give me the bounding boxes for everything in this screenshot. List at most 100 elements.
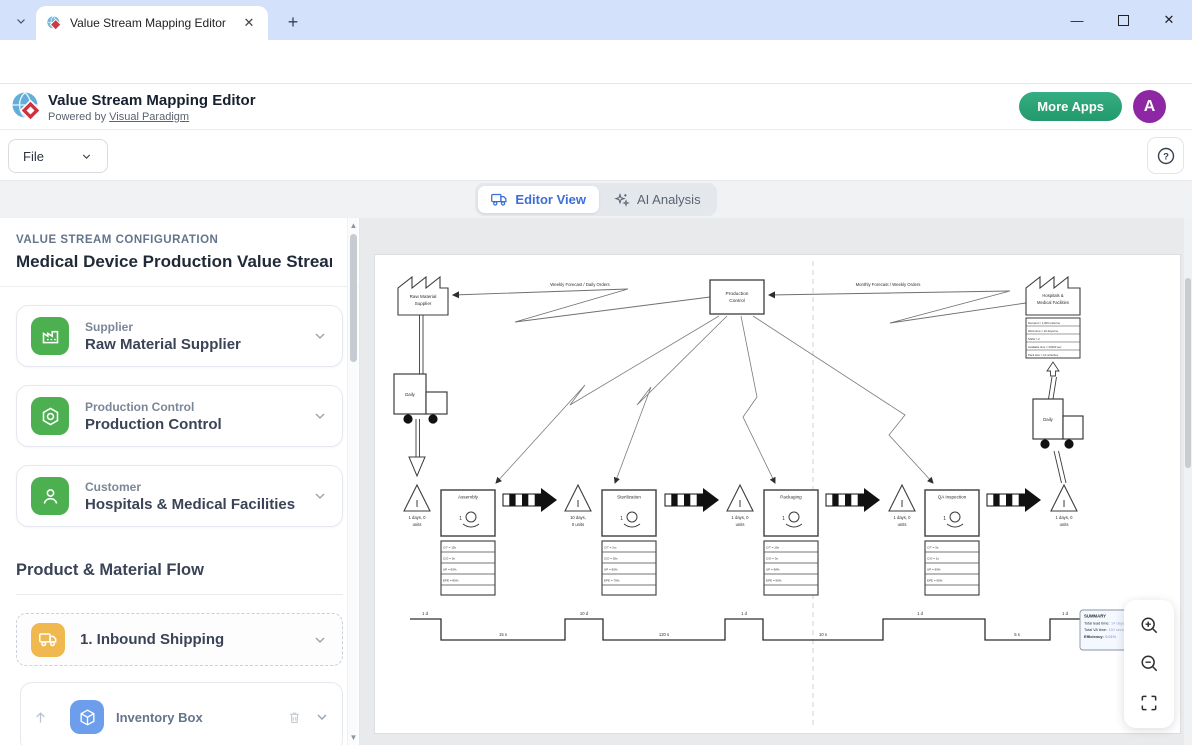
info-flow-pc-to-supplier[interactable]: Weekly Forecast / Daily Orders: [451, 282, 711, 323]
inventory-label: 1 days, 0: [732, 515, 750, 520]
window-minimize-button[interactable]: —: [1070, 12, 1084, 28]
push-arrow[interactable]: [825, 488, 880, 512]
process-packaging[interactable]: Packaging 1 C/T = 10s C/O = 3s UP = 98% …: [763, 489, 819, 596]
zoom-in-button[interactable]: [1132, 608, 1166, 642]
help-button[interactable]: ?: [1147, 137, 1184, 174]
card-value: Raw Material Supplier: [85, 335, 241, 353]
schedule-arrow-qa[interactable]: [752, 315, 934, 484]
supplier-card[interactable]: Supplier Raw Material Supplier: [16, 305, 343, 367]
zoom-in-icon: [1140, 617, 1157, 634]
push-arrow[interactable]: [502, 488, 557, 512]
svg-text:I: I: [1063, 499, 1066, 510]
chevron-down-icon[interactable]: [312, 328, 328, 344]
timeline[interactable]: 1 d 15 s 10 d 120 s 1 d 10 s 1 d 5 s 1 d: [410, 611, 1082, 641]
favicon-visual-paradigm: [47, 16, 62, 31]
truck-frequency-label: Daily: [1043, 417, 1054, 422]
customer-data-row: Demand = 1,200 units/mo: [1028, 321, 1061, 325]
svg-text:I: I: [901, 499, 904, 510]
diagram-page[interactable]: Monthly Forecast / Weekly Orders Weekly …: [375, 255, 1180, 733]
customer-factory-node[interactable]: Hospitals & Medical Facilities: [1025, 275, 1081, 316]
person-icon: [31, 477, 69, 515]
tab-editor-view[interactable]: Editor View: [478, 186, 599, 213]
chevron-down-icon[interactable]: [314, 709, 330, 725]
visual-paradigm-link[interactable]: Visual Paradigm: [109, 111, 190, 123]
chevron-down-icon: [82, 153, 91, 159]
card-type-label: Customer: [85, 479, 142, 494]
inbound-shipping-card[interactable]: 1. Inbound Shipping: [16, 613, 343, 666]
tab-search-button[interactable]: [8, 8, 34, 34]
outbound-route[interactable]: [1046, 361, 1067, 484]
process-assembly[interactable]: Assembly 1 C/T = 15s C/O = 5s UP = 95% E…: [440, 489, 496, 596]
push-arrow[interactable]: [986, 488, 1041, 512]
flow-section-title: Product & Material Flow: [16, 561, 343, 595]
control-hub-icon: [31, 397, 69, 435]
inventory-triangles: I 1 days, 0 units I 10 days, 0 units I 1…: [403, 483, 1078, 527]
customer-card[interactable]: Customer Hospitals & Medical Facilities: [16, 465, 343, 527]
inventory-node[interactable]: I 10 days, 0 units: [564, 483, 592, 527]
sidebar-scrollbar-thumb[interactable]: [350, 234, 357, 362]
chevron-down-icon[interactable]: [312, 488, 328, 504]
info-flow-customer-to-pc[interactable]: Monthly Forecast / Weekly Orders: [767, 282, 1027, 324]
inventory-node[interactable]: I 1 days, 0 units: [888, 483, 916, 527]
tab-ai-analysis-label: AI Analysis: [636, 192, 701, 207]
svg-text:I: I: [577, 499, 580, 510]
window-maximize-button[interactable]: [1100, 0, 1146, 40]
more-apps-button[interactable]: More Apps: [1019, 92, 1122, 121]
configuration-sidebar: VALUE STREAM CONFIGURATION Medical Devic…: [0, 218, 360, 745]
schedule-arrow-sterilization[interactable]: [613, 315, 728, 484]
push-arrow[interactable]: [664, 488, 719, 512]
chevron-down-icon[interactable]: [312, 632, 328, 648]
scroll-up-icon[interactable]: ▲: [349, 221, 358, 230]
sidebar-scrollbar[interactable]: ▲ ▼: [347, 218, 358, 745]
browser-tab[interactable]: Value Stream Mapping Editor ✕: [36, 6, 268, 40]
trash-icon[interactable]: [287, 710, 302, 725]
new-tab-button[interactable]: +: [287, 11, 299, 32]
diagram-canvas[interactable]: Monthly Forecast / Weekly Orders Weekly …: [360, 218, 1192, 745]
outbound-truck[interactable]: Daily: [1032, 398, 1084, 449]
inventory-node[interactable]: I 1 days, 0 units: [403, 483, 431, 527]
process-name: Assembly: [458, 495, 479, 500]
move-up-icon[interactable]: [33, 710, 48, 725]
file-menu-button[interactable]: File: [8, 139, 108, 173]
production-control-card[interactable]: Production Control Production Control: [16, 385, 343, 447]
process-data-row: C/T = 5s: [927, 546, 939, 550]
customer-data-box[interactable]: Demand = 1,200 units/mo Work time = 22 d…: [1025, 317, 1081, 359]
schedule-arrow-assembly[interactable]: [495, 315, 720, 484]
chevron-down-icon[interactable]: [312, 408, 328, 424]
tab-close-icon[interactable]: ✕: [243, 15, 255, 30]
lead-time-label: 1 d: [1062, 611, 1068, 616]
production-control-node[interactable]: Production Control: [709, 279, 765, 315]
zoom-controls: [1124, 600, 1174, 728]
inventory-node[interactable]: I 1 days, 0 units: [726, 483, 754, 527]
inventory-node[interactable]: I 1 days, 0 units: [1050, 483, 1078, 527]
inventory-label: units: [1060, 522, 1069, 527]
app-user-avatar[interactable]: A: [1133, 90, 1166, 123]
value-stream-title: Medical Device Production Value Stream: [16, 252, 332, 271]
process-data-row: UP = 90%: [604, 568, 618, 572]
inbound-truck[interactable]: Daily: [393, 373, 448, 424]
summary-lead-value: 14 days: [1111, 622, 1124, 626]
scroll-down-icon[interactable]: ▼: [349, 733, 358, 742]
schedule-arrow-packaging[interactable]: [740, 315, 776, 484]
inventory-box-card[interactable]: Inventory Box: [20, 682, 343, 745]
inbound-route[interactable]: [408, 315, 426, 478]
process-data-row: UP = 98%: [766, 568, 780, 572]
browser-titlebar: Value Stream Mapping Editor ✕ + — ✕: [0, 0, 1192, 40]
tab-ai-analysis[interactable]: AI Analysis: [601, 186, 714, 213]
process-data-row: C/T = 10s: [766, 546, 780, 550]
fit-screen-button[interactable]: [1132, 686, 1166, 720]
canvas-scrollbar-thumb[interactable]: [1185, 278, 1191, 468]
summary-eff-value: 0.01%: [1105, 634, 1117, 639]
process-sterilization[interactable]: Sterilization 1 C/T = 2m C/O = 30s UP = …: [601, 489, 657, 596]
supplier-factory-node[interactable]: Raw Material Supplier: [397, 275, 449, 316]
help-icon: ?: [1157, 147, 1174, 164]
lead-time-label: 1 d: [917, 611, 923, 616]
process-qa-inspection[interactable]: QA Inspection 1 C/T = 5s C/O = 1s UP = 9…: [924, 489, 980, 596]
process-data-row: C/O = 3s: [766, 557, 778, 561]
zoom-out-button[interactable]: [1132, 647, 1166, 681]
canvas-scrollbar[interactable]: [1184, 218, 1192, 745]
process-data-row: C/O = 30s: [604, 557, 618, 561]
svg-text:Efficiency:0.01%: Efficiency:0.01%: [1084, 634, 1117, 639]
sidebar-header: VALUE STREAM CONFIGURATION Medical Devic…: [0, 218, 359, 287]
window-close-button[interactable]: ✕: [1163, 12, 1175, 27]
